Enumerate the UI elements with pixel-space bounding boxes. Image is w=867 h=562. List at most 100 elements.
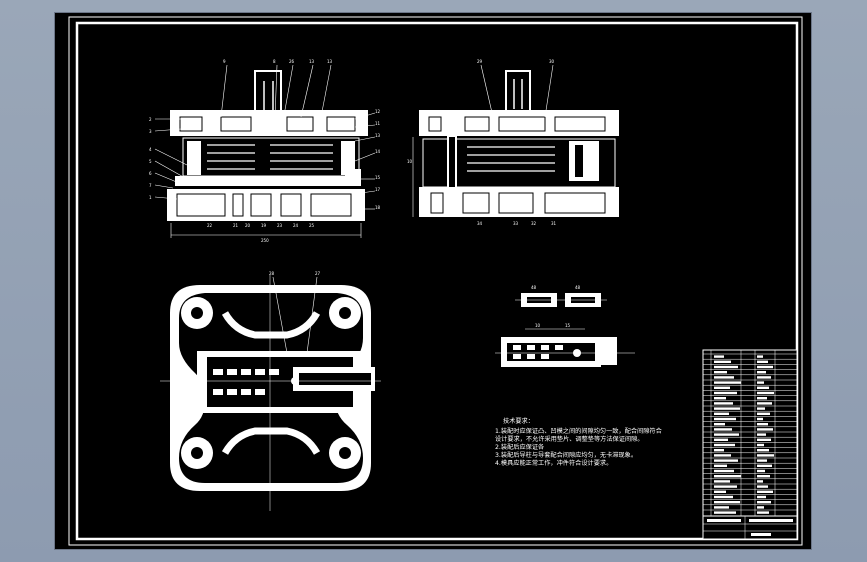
svg-text:12: 12 xyxy=(375,109,381,114)
parts-list-cell xyxy=(757,490,773,493)
tech-req-line-5: 4.模具应能正常工作，冲件符合设计要求。 xyxy=(495,459,612,467)
parts-list-cell xyxy=(757,438,771,441)
parts-list-cell xyxy=(714,365,738,369)
svg-text:23: 23 xyxy=(277,223,283,228)
parts-list-cell xyxy=(714,480,730,483)
svg-text:48: 48 xyxy=(531,285,537,290)
svg-text:4: 4 xyxy=(149,147,152,152)
svg-text:2: 2 xyxy=(149,117,152,122)
svg-text:20: 20 xyxy=(245,223,251,228)
parts-list-cell xyxy=(757,475,770,478)
svg-text:250: 250 xyxy=(261,238,269,243)
parts-list-cell xyxy=(757,360,768,363)
svg-text:19: 19 xyxy=(261,223,267,228)
parts-list-cell xyxy=(714,475,741,478)
svg-text:15: 15 xyxy=(565,323,571,328)
tech-req-line-1: 1.装配时应保证凸、凹模之间的间隙均匀一致，配合间隙符合 xyxy=(495,427,662,435)
parts-list-cell xyxy=(714,412,729,415)
parts-list-cell xyxy=(714,407,740,410)
svg-text:48: 48 xyxy=(575,285,581,290)
top-plan-view: 28 27 xyxy=(160,271,381,511)
svg-text:14: 14 xyxy=(375,149,381,154)
parts-list-cell xyxy=(757,443,764,447)
svg-text:31: 31 xyxy=(551,221,557,226)
svg-text:5: 5 xyxy=(149,159,152,164)
svg-text:24: 24 xyxy=(293,223,299,228)
parts-list-cell xyxy=(757,417,763,421)
tech-req-line-2: 设计要求，不允许采用垫片、调整垫等方法保证间隙。 xyxy=(495,435,644,443)
svg-text:26: 26 xyxy=(289,59,295,64)
svg-text:11: 11 xyxy=(375,121,381,126)
parts-list-cell xyxy=(714,423,725,426)
svg-text:21: 21 xyxy=(233,223,239,228)
parts-list-cell xyxy=(757,459,767,462)
parts-list-cell xyxy=(714,449,724,452)
inner-frame xyxy=(75,21,799,541)
parts-list-cell xyxy=(757,381,764,384)
parts-list-cell xyxy=(714,391,737,395)
svg-text:1: 1 xyxy=(149,195,152,200)
svg-text:13: 13 xyxy=(375,133,381,138)
svg-text:10: 10 xyxy=(535,323,541,328)
parts-list-cell xyxy=(757,391,774,395)
svg-text:30: 30 xyxy=(549,59,555,64)
parts-list-cell xyxy=(714,454,731,457)
parts-list-cell xyxy=(757,511,769,514)
svg-text:33: 33 xyxy=(513,221,519,226)
tech-req-line-4: 3.装配后导柱与导套配合间隙应均匀，无卡滞现象。 xyxy=(495,451,637,459)
parts-list-cell xyxy=(757,423,768,426)
parts-list-cell xyxy=(714,443,735,447)
parts-list-cell xyxy=(714,386,730,389)
parts-list-cell xyxy=(714,371,727,374)
svg-text:27: 27 xyxy=(315,271,321,276)
parts-list-cell xyxy=(714,376,734,379)
svg-text:6: 6 xyxy=(149,171,152,176)
tech-req-title: 技术要求： xyxy=(503,417,534,425)
parts-list-cell xyxy=(714,381,741,384)
strip-layout-view: 48 48 10 15 xyxy=(495,285,635,367)
parts-list-cell xyxy=(757,480,763,483)
parts-list-cell xyxy=(757,433,766,436)
parts-list-cell xyxy=(714,490,726,493)
parts-list-cell xyxy=(757,402,772,405)
parts-list-cell xyxy=(757,469,765,473)
svg-text:29: 29 xyxy=(477,59,483,64)
parts-list-cell xyxy=(714,397,726,400)
parts-list-cell xyxy=(757,371,766,374)
svg-text:15: 15 xyxy=(375,175,381,180)
parts-list-cell xyxy=(757,485,768,488)
parts-list-cell xyxy=(714,511,736,514)
svg-text:13: 13 xyxy=(327,59,333,64)
parts-list-cell xyxy=(757,355,763,358)
parts-list-cell xyxy=(757,501,771,504)
svg-text:34: 34 xyxy=(477,221,483,226)
svg-text:13: 13 xyxy=(309,59,315,64)
svg-text:3: 3 xyxy=(149,129,152,134)
parts-list-cell xyxy=(714,355,724,358)
parts-list-cell xyxy=(714,428,732,431)
tech-req-line-3: 2.装配后应保证各 xyxy=(495,443,544,451)
svg-text:10: 10 xyxy=(407,159,413,164)
parts-list-cell xyxy=(757,412,770,415)
parts-list-cell xyxy=(757,365,773,369)
svg-text:8: 8 xyxy=(273,59,276,64)
svg-text:7: 7 xyxy=(149,183,152,188)
parts-list-cell xyxy=(714,464,727,467)
parts-list-cell xyxy=(757,428,773,431)
parts-list-cell xyxy=(757,407,765,410)
parts-list-cell xyxy=(714,459,738,462)
parts-list-cell xyxy=(757,449,769,452)
parts-list-cell xyxy=(757,454,774,457)
parts-list-cell xyxy=(714,501,740,504)
parts-list-cell xyxy=(714,506,729,509)
svg-text:28: 28 xyxy=(269,271,275,276)
svg-text:25: 25 xyxy=(309,223,315,228)
parts-list-cell xyxy=(757,397,767,400)
parts-list-cell xyxy=(714,417,736,421)
svg-text:18: 18 xyxy=(375,205,381,210)
parts-list-cell xyxy=(714,495,733,499)
parts-list-cell xyxy=(757,464,772,467)
parts-list-cell xyxy=(714,402,733,405)
